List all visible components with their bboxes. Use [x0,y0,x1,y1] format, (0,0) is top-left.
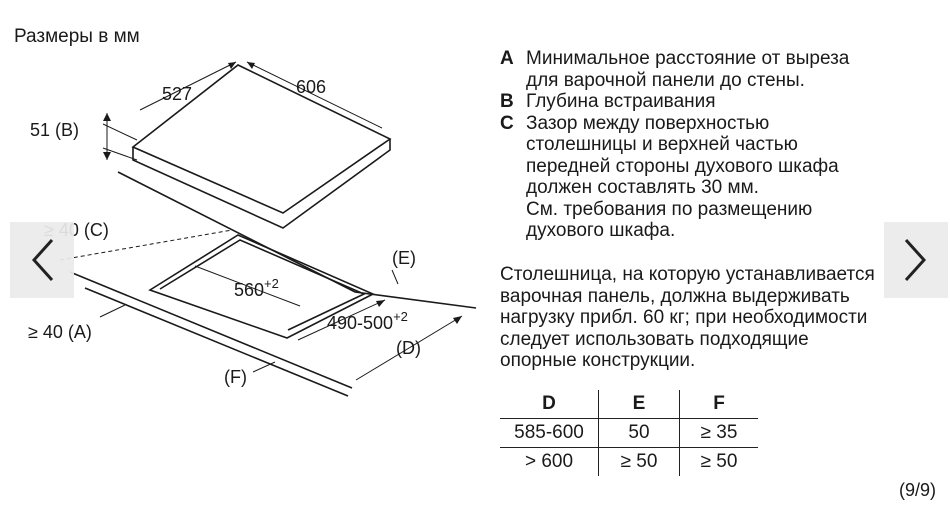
table-header: D [500,390,599,419]
table-row: > 600 ≥ 50 ≥ 50 [500,447,758,476]
next-image-button[interactable] [884,222,948,298]
table-cell: ≥ 50 [598,447,680,476]
chevron-left-icon [31,238,54,282]
prev-image-button[interactable] [10,222,74,298]
worktop-note: Столешница, на которую устанавливается в… [500,264,875,371]
table-row: 585-600 50 ≥ 35 [500,418,758,448]
dim-width-label: 527 [162,84,192,104]
page-counter: (9/9) [898,480,936,500]
dim-e-label: (E) [392,248,416,268]
dim-d-label: (D) [396,338,421,358]
dim-a-label: ≥ 40 (A) [28,322,92,342]
table-cell: > 600 [500,447,599,476]
cutout-width-label: 560+2 [234,276,279,300]
table-cell: ≥ 35 [679,418,758,448]
dim-height-label: 51 (B) [30,120,79,140]
dimension-diagram: 527 606 51 (B) ≥ 40 (C) 560+2 490-500+2 … [28,61,477,397]
table-cell: 585-600 [514,422,584,443]
cutout-depth-label: 490-500+2 [327,309,408,333]
table-cell: 50 [598,418,680,448]
table-header: E [598,390,680,419]
page-title: Размеры в мм [14,26,140,47]
table-cell: ≥ 50 [679,447,758,476]
legend-item-b: B Глубина встраивания [500,91,716,112]
chevron-right-icon [904,238,927,282]
dim-depth-label: 606 [296,77,326,97]
dimensions-table: D E F 585-600 50 ≥ 35 > 600 ≥ 50 ≥ 50 [500,390,758,476]
table-header-row: D E F [500,390,758,419]
legend-item-c: C Зазор между поверхностью столешницы и … [500,112,839,242]
table-header: F [679,390,758,419]
dim-f-label: (F) [224,367,247,387]
